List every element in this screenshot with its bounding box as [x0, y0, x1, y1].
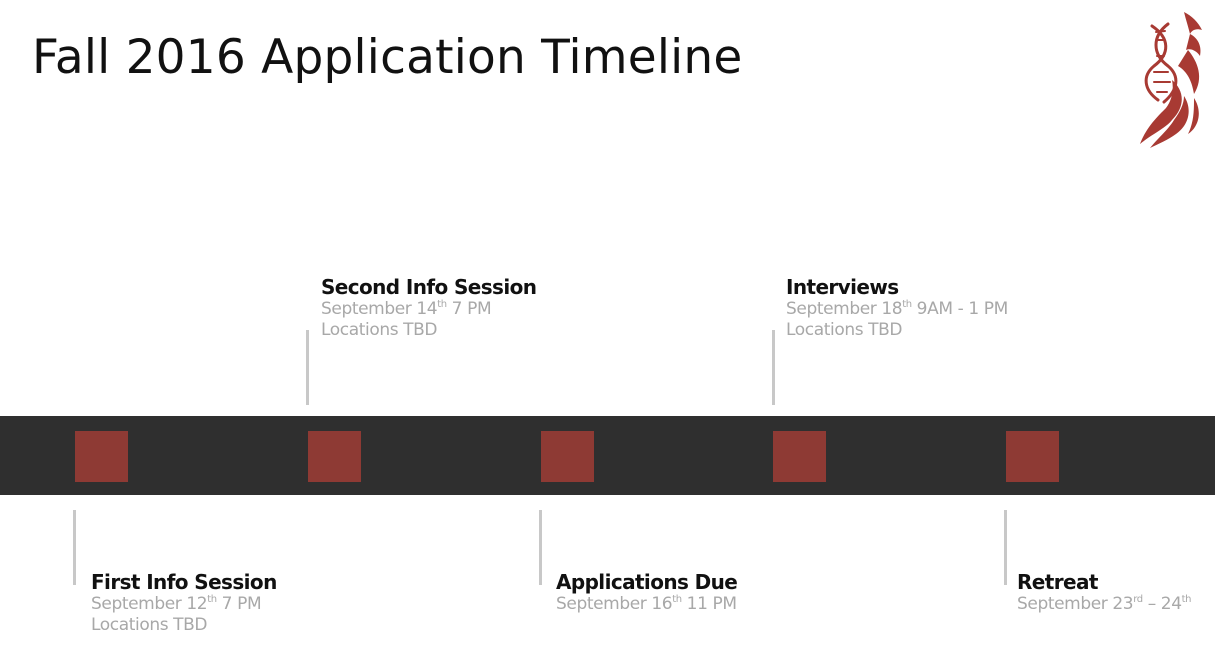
timeline-marker-first-info-session	[75, 431, 128, 482]
event-title: Retreat	[1017, 570, 1098, 594]
event-retreat: Retreat September 23rd – 24th	[1017, 570, 1192, 615]
timeline-tick-second-info-session	[306, 330, 309, 405]
event-location: Locations TBD	[321, 320, 438, 340]
event-first-info-session: First Info Session September 12th 7 PM L…	[91, 571, 277, 636]
event-date: September 18th 9AM - 1 PM	[786, 299, 1008, 319]
timeline-marker-interviews	[773, 431, 826, 482]
event-title: Second Info Session	[321, 275, 537, 299]
page-title: Fall 2016 Application Timeline	[32, 30, 743, 85]
timeline-tick-interviews	[772, 330, 775, 405]
event-date: September 12th 7 PM	[91, 594, 262, 614]
timeline-tick-first-info-session	[73, 510, 76, 585]
event-title: Interviews	[786, 275, 899, 299]
event-interviews: Interviews September 18th 9AM - 1 PM Loc…	[786, 276, 1008, 341]
event-date: September 16th 11 PM	[556, 594, 737, 614]
timeline-marker-second-info-session	[308, 431, 361, 482]
event-date: September 23rd – 24th	[1017, 594, 1192, 614]
event-location: Locations TBD	[91, 615, 208, 635]
timeline-marker-retreat	[1006, 431, 1059, 482]
timeline-tick-retreat	[1004, 510, 1007, 585]
phoenix-dna-logo-icon	[1140, 12, 1202, 148]
timeline-marker-applications-due	[541, 431, 594, 482]
event-title: Applications Due	[556, 570, 738, 594]
event-location: Locations TBD	[786, 320, 903, 340]
event-second-info-session: Second Info Session September 14th 7 PM …	[321, 275, 537, 341]
timeline-tick-applications-due	[539, 510, 542, 585]
event-applications-due: Applications Due September 16th 11 PM	[556, 570, 738, 615]
event-date: September 14th 7 PM	[321, 299, 492, 319]
event-title: First Info Session	[91, 570, 277, 594]
